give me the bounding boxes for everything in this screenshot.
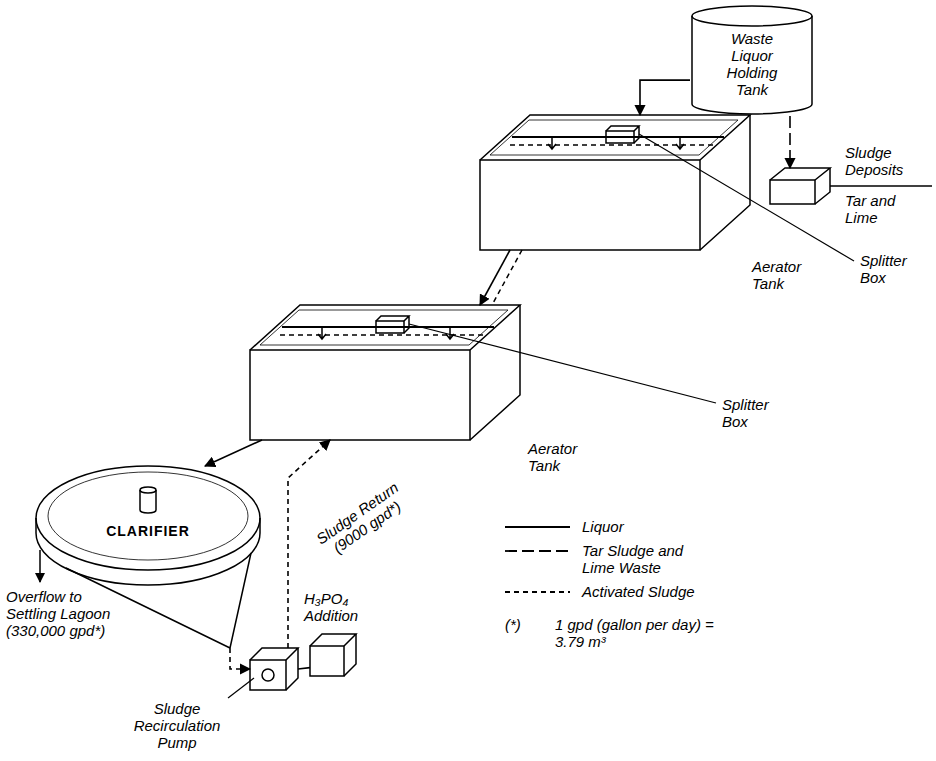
outline-part — [446, 327, 454, 339]
legend-text: Activated Sludge — [582, 583, 707, 600]
acid-feed-box: H₃PO₄ Addition — [310, 634, 356, 676]
outline-part — [692, 6, 812, 26]
outline-part — [470, 305, 520, 440]
outline-part — [548, 137, 556, 149]
outline-part — [228, 678, 254, 698]
node-outline — [480, 115, 750, 250]
outline-part — [606, 126, 639, 143]
node-label: H₃PO₄ Addition — [304, 590, 376, 624]
outline-part — [815, 168, 830, 204]
outline-part — [286, 648, 298, 690]
holding-tank: Waste Liquor Holding Tank — [690, 4, 815, 116]
flow-line — [230, 648, 250, 669]
legend-swatch — [505, 550, 570, 552]
legend-text: Tar Sludge and Lime Waste — [582, 542, 707, 576]
outline-part — [250, 660, 286, 690]
sludge-deposit-box: Sludge DepositsTar and Lime — [770, 168, 830, 204]
outline-part — [250, 648, 298, 660]
splitter-label: Splitter Box — [860, 252, 922, 286]
outline-part — [830, 185, 932, 187]
legend-swatch — [505, 591, 570, 593]
outline-part — [282, 326, 494, 328]
outline-part — [700, 115, 750, 250]
flow-line — [640, 80, 690, 115]
leader-line — [639, 134, 854, 261]
node-label: Aerator Tank — [528, 440, 590, 474]
legend-text: Liquor — [582, 518, 707, 535]
node-label: Sludge Deposits — [845, 144, 925, 178]
outline-part — [260, 310, 508, 345]
outline-part — [376, 316, 409, 333]
outline-part — [310, 646, 344, 676]
outline-part — [480, 115, 750, 160]
flow-line — [298, 668, 310, 669]
outline-part — [376, 321, 404, 333]
legend-swatch — [505, 526, 570, 528]
outline-part — [140, 487, 156, 493]
unit-note: 1 gpd (gallon per day) = 3.79 m³ — [555, 616, 720, 650]
outline-part — [510, 144, 716, 146]
node-outline — [770, 168, 830, 204]
outline-part — [480, 160, 700, 250]
outline-part — [770, 180, 815, 204]
outline-part — [490, 120, 738, 155]
outline-part — [36, 518, 260, 585]
leader-line — [409, 324, 716, 403]
outline-part — [280, 334, 486, 336]
outline-part — [36, 466, 260, 570]
outline-part — [770, 168, 830, 180]
flow-line — [480, 250, 510, 305]
overflow-note: Overflow to Settling Lagoon (330,000 gpd… — [6, 588, 134, 639]
node-label: Aerator Tank — [752, 258, 814, 292]
outline-part — [310, 634, 356, 646]
footnote-mark: (*) — [505, 616, 545, 633]
outline-part — [344, 634, 356, 676]
overflow-arrow — [39, 550, 41, 582]
flow-line — [789, 116, 791, 168]
flow-line — [205, 440, 262, 466]
node-label: CLARIFIER — [78, 523, 218, 540]
node-outline — [310, 634, 356, 676]
outline-part — [512, 136, 724, 138]
flow-label: Sludge Return (9000 gpd*) — [304, 472, 420, 568]
outline-part — [318, 327, 326, 339]
node-label: Waste Liquor Holding Tank — [712, 30, 792, 98]
outline-part — [692, 16, 812, 114]
node-label: Sludge Recirculation Pump — [122, 700, 232, 751]
outline-part — [676, 137, 684, 149]
node-outline — [250, 305, 520, 440]
aerator-tank: Aerator Tank — [480, 115, 750, 250]
node-label: Tar and Lime — [845, 192, 917, 226]
recirculation-pump: Sludge Recirculation Pump — [250, 648, 298, 690]
outline-part — [250, 350, 470, 440]
outline-part — [262, 669, 274, 681]
sludge-return-line — [492, 250, 522, 305]
node-outline — [250, 648, 298, 690]
outline-part — [606, 131, 634, 143]
splitter-label: Splitter Box — [722, 396, 784, 430]
aerator-tank: Aerator Tank — [250, 305, 520, 440]
outline-part — [48, 472, 248, 560]
outline-part — [250, 305, 520, 350]
